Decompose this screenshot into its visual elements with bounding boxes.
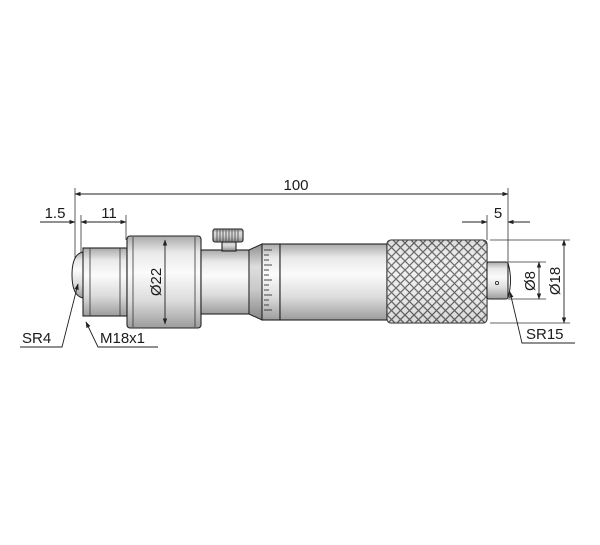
thread-length-label: 11 — [101, 205, 117, 222]
head-offset-label: 1.5 — [45, 205, 66, 222]
right-radius-callout: SR15 — [509, 291, 575, 344]
thread-callout: M18x1 — [85, 321, 158, 348]
anvil-stub — [486, 261, 509, 300]
right-spherical-tip — [507, 262, 511, 299]
left-radius-label: SR4 — [22, 330, 51, 347]
thimble-sleeve — [279, 243, 388, 321]
thimble-diameter-label: Ø18 — [547, 267, 564, 295]
overall-length-label: 100 — [283, 177, 308, 194]
overall-length-dimension: 100 — [74, 177, 509, 197]
thread-spec-label: M18x1 — [100, 330, 145, 347]
lock-knob — [212, 228, 244, 243]
thimble-bevel — [248, 243, 263, 321]
left-radius-callout: SR4 — [20, 283, 79, 348]
head-offset-dimension: 1.5 — [40, 205, 91, 225]
thimble-graduations — [264, 249, 272, 311]
thread-length-dimension: 11 — [80, 205, 127, 225]
head-diameter-label: Ø22 — [148, 268, 165, 296]
anvil-diameter-dimension: Ø8 — [522, 261, 542, 300]
anvil-length-label: 5 — [494, 205, 502, 222]
lock-sleeve — [200, 249, 250, 315]
anvil-length-dimension: 5 — [462, 205, 530, 225]
right-radius-label: SR15 — [526, 326, 564, 343]
left-spherical-tip — [71, 251, 84, 299]
thimble-diameter-dimension: Ø18 — [547, 239, 567, 324]
anvil-center-dot — [494, 280, 499, 285]
anvil-diameter-label: Ø8 — [522, 271, 539, 291]
lock-knob-knurl — [216, 229, 239, 242]
